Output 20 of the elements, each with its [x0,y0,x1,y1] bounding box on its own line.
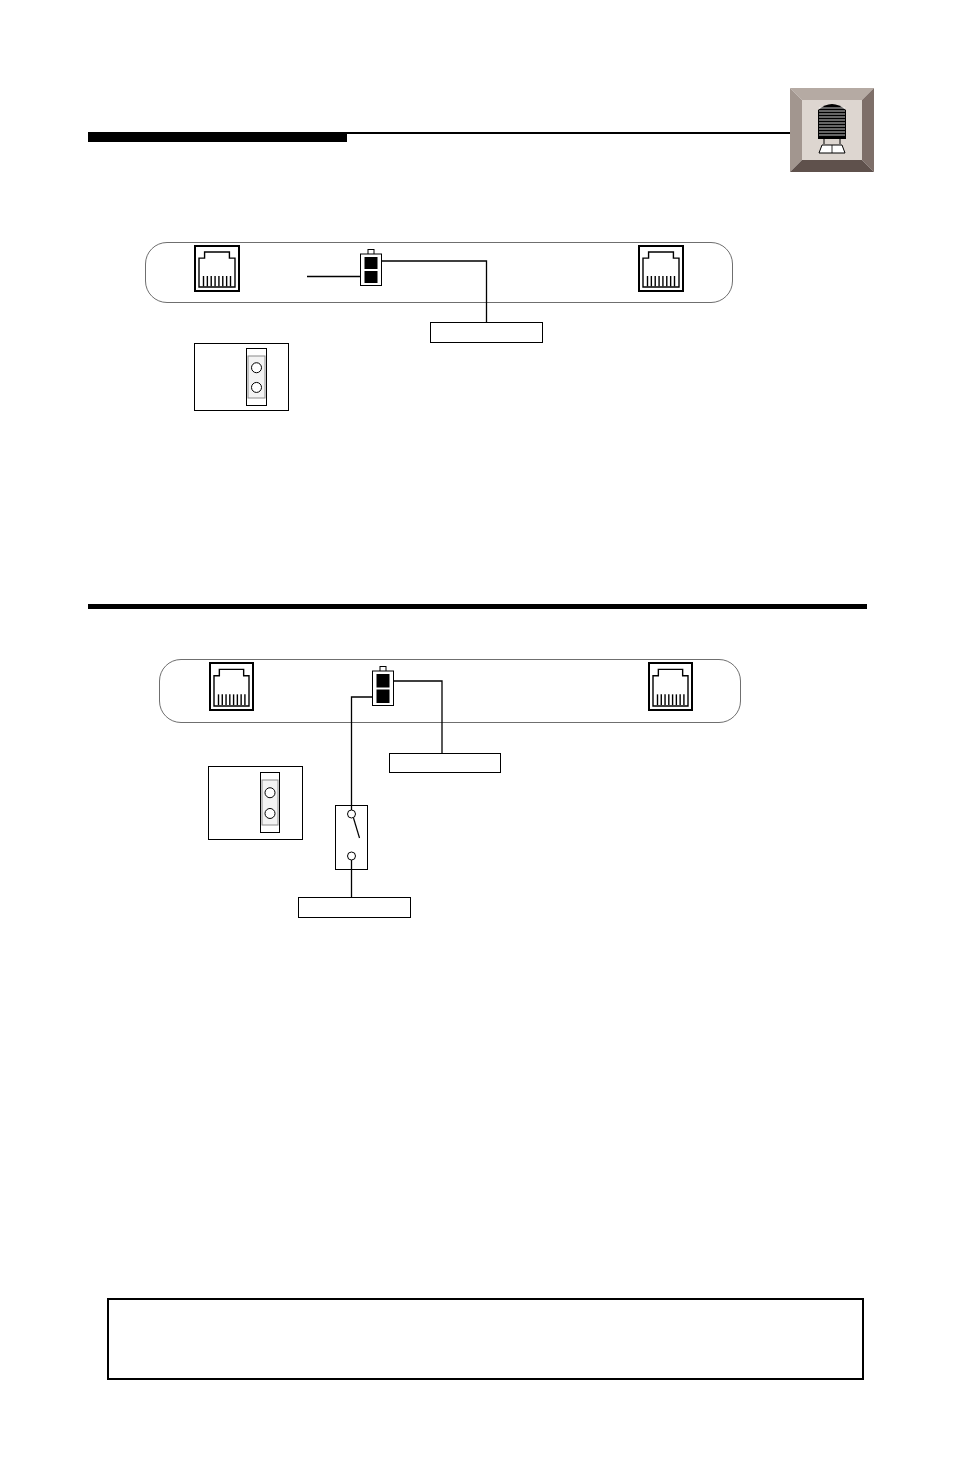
circuit-board [145,242,733,303]
rj45-jack-icon [637,244,684,292]
jumper-panel [208,766,303,840]
wire [381,260,488,323]
label-frame [430,322,543,343]
jumper-panel [194,343,289,411]
note-frame [107,1298,864,1380]
rj45-jack-icon [193,244,240,292]
label-frame [389,753,501,773]
wire [350,869,353,898]
wire [350,696,373,806]
switch-icon [335,805,368,870]
rj45-jack-icon [647,661,693,711]
pin-header-icon [359,248,382,286]
rj45-jack-icon [208,661,254,711]
label-frame [298,897,411,918]
leader-line [306,275,361,278]
pin-header-icon [371,665,394,706]
wire [393,680,443,754]
circuit-board [159,659,741,723]
